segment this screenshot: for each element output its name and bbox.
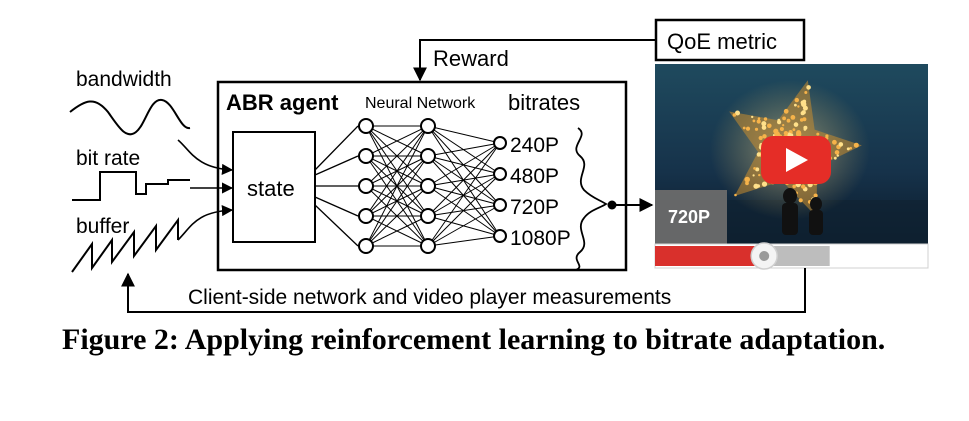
network-node — [358, 118, 374, 134]
network-edge — [427, 142, 501, 217]
buffer-signal — [71, 216, 179, 273]
quality-badge: 720P — [668, 207, 710, 227]
video-player: 720P — [654, 64, 929, 270]
network-node — [358, 178, 374, 194]
network-node — [493, 167, 507, 181]
qoe-metric-box — [654, 18, 806, 62]
bandwidth-label: bandwidth — [76, 68, 172, 91]
network-edge — [365, 155, 429, 247]
network-node — [420, 208, 436, 224]
network-edge — [365, 125, 429, 247]
play-button[interactable] — [761, 136, 831, 184]
network-edge — [427, 142, 501, 187]
network-node — [358, 238, 374, 254]
bitrates-label: bitrates — [508, 90, 580, 115]
buffer-label: buffer — [76, 215, 129, 238]
buffer-to-state-arrow — [177, 204, 234, 241]
scrubber-handle[interactable] — [750, 242, 778, 270]
state-label: state — [247, 176, 295, 201]
play-icon — [786, 148, 808, 172]
bitrates-brace — [575, 127, 608, 271]
abr-agent-title: ABR agent — [226, 90, 339, 115]
bandwidth-signal — [69, 99, 191, 136]
action-dot — [607, 200, 617, 210]
network-edge — [427, 142, 501, 157]
network-connections — [365, 125, 501, 247]
network-node — [493, 229, 507, 243]
network-edge — [365, 185, 429, 247]
bit-rate-label: bit rate — [76, 147, 140, 170]
network-node — [420, 238, 436, 254]
network-edge — [365, 125, 429, 157]
bitrate-option: 480P — [510, 165, 559, 188]
bit-rate-signal — [72, 171, 190, 201]
played-bar — [655, 246, 765, 266]
network-layer-hidden — [420, 118, 436, 254]
measurements-arrow — [121, 268, 806, 313]
bandwidth-to-state-arrow — [177, 139, 234, 176]
network-node — [420, 118, 436, 134]
network-layer-input — [358, 118, 374, 254]
bitrate-option: 1080P — [510, 227, 571, 250]
abr-agent-box — [216, 80, 628, 272]
network-edge — [427, 204, 501, 247]
network-edge — [427, 173, 501, 247]
bitrate-option: 240P — [510, 134, 559, 157]
children-silhouettes — [782, 188, 823, 235]
qoe-metric-label: QoE metric — [667, 29, 777, 54]
reward-arrow — [413, 39, 656, 82]
network-node — [420, 178, 436, 194]
measurements-label: Client-side network and video player mea… — [188, 286, 671, 309]
network-layer-output — [493, 136, 507, 243]
bitrate-option: 720P — [510, 196, 559, 219]
network-node — [358, 208, 374, 224]
network-edge — [365, 125, 429, 187]
network-node — [420, 148, 436, 164]
network-node — [493, 198, 507, 212]
reward-label: Reward — [433, 46, 509, 71]
neural-network-label: Neural Network — [365, 95, 476, 112]
figure-caption: Figure 2: Applying reinforcement learnin… — [62, 323, 886, 356]
network-node — [358, 148, 374, 164]
network-node — [493, 136, 507, 150]
network-edge — [427, 235, 501, 247]
state-box — [232, 131, 316, 243]
network-edge — [427, 142, 501, 247]
network-edge — [365, 215, 429, 247]
state-to-network-lines — [314, 125, 359, 247]
network-edge — [427, 125, 501, 144]
quality-badge-bg — [655, 190, 727, 244]
network-edge — [365, 125, 429, 217]
